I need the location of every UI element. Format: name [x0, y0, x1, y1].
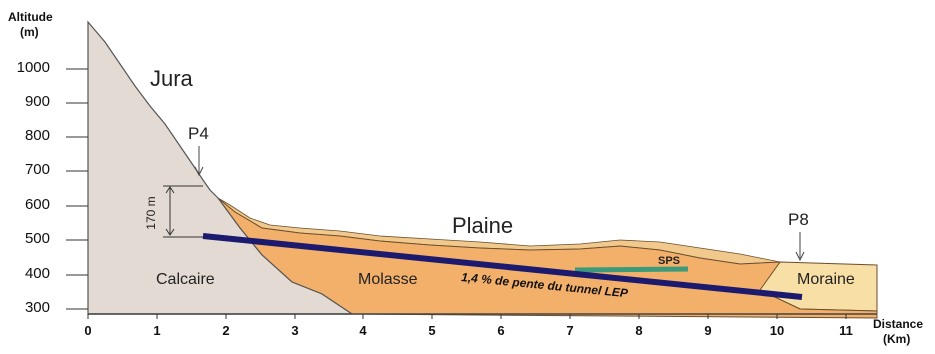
x-tick-label: 3 [291, 323, 299, 338]
depth-label: 170 m [144, 196, 158, 230]
y-tick-label: 1000 [16, 59, 50, 76]
x-axis-ticks [87, 314, 847, 319]
y-tick-label: 400 [24, 265, 50, 282]
x-tick-label: 9 [704, 323, 712, 338]
p8-label: P8 [788, 210, 809, 229]
y-axis-title-line1: Altitude [8, 10, 53, 24]
y-tick-label: 700 [24, 161, 50, 178]
x-tick-label: 5 [428, 323, 436, 338]
x-tick-label: 11 [839, 323, 853, 338]
lep-tunnel [202, 233, 803, 300]
y-tick-label: 800 [24, 127, 50, 144]
x-tick-label: 8 [635, 323, 643, 338]
plaine-label: Plaine [452, 213, 514, 238]
x-tick-label: 10 [769, 323, 785, 338]
x-tick-label: 2 [222, 323, 230, 338]
x-axis-title: Distance (Km) [873, 317, 923, 347]
y-axis-title-line2: (m) [20, 25, 39, 39]
x-tick-label: 1 [153, 323, 161, 338]
x-tick-label: 7 [566, 323, 574, 338]
x-axis-title-line1: Distance [873, 317, 924, 331]
y-axis-ticks [66, 68, 88, 310]
y-tick-label: 300 [24, 299, 50, 316]
sps-label: SPS [658, 255, 681, 267]
sps-tunnel [574, 266, 689, 273]
x-tick-label: 4 [359, 323, 367, 338]
y-axis-title: Altitude (m) [8, 10, 53, 40]
jura-label: Jura [150, 66, 193, 91]
calcaire-layer [87, 20, 354, 315]
y-tick-label: 500 [24, 230, 50, 247]
depth-bracket [163, 185, 203, 238]
moraine-label: Moraine [797, 271, 855, 288]
molasse-label: Molasse [358, 271, 418, 288]
x-tick-label: 6 [497, 323, 505, 338]
calcaire-label: Calcaire [156, 271, 215, 288]
x-axis-title-line2: (Km) [883, 332, 911, 346]
x-tick-label: 0 [84, 323, 92, 338]
p4-arrow [194, 146, 204, 177]
y-tick-label: 600 [24, 196, 50, 213]
p4-label: P4 [188, 124, 209, 143]
y-tick-label: 900 [24, 93, 50, 110]
p8-arrow [795, 232, 805, 262]
